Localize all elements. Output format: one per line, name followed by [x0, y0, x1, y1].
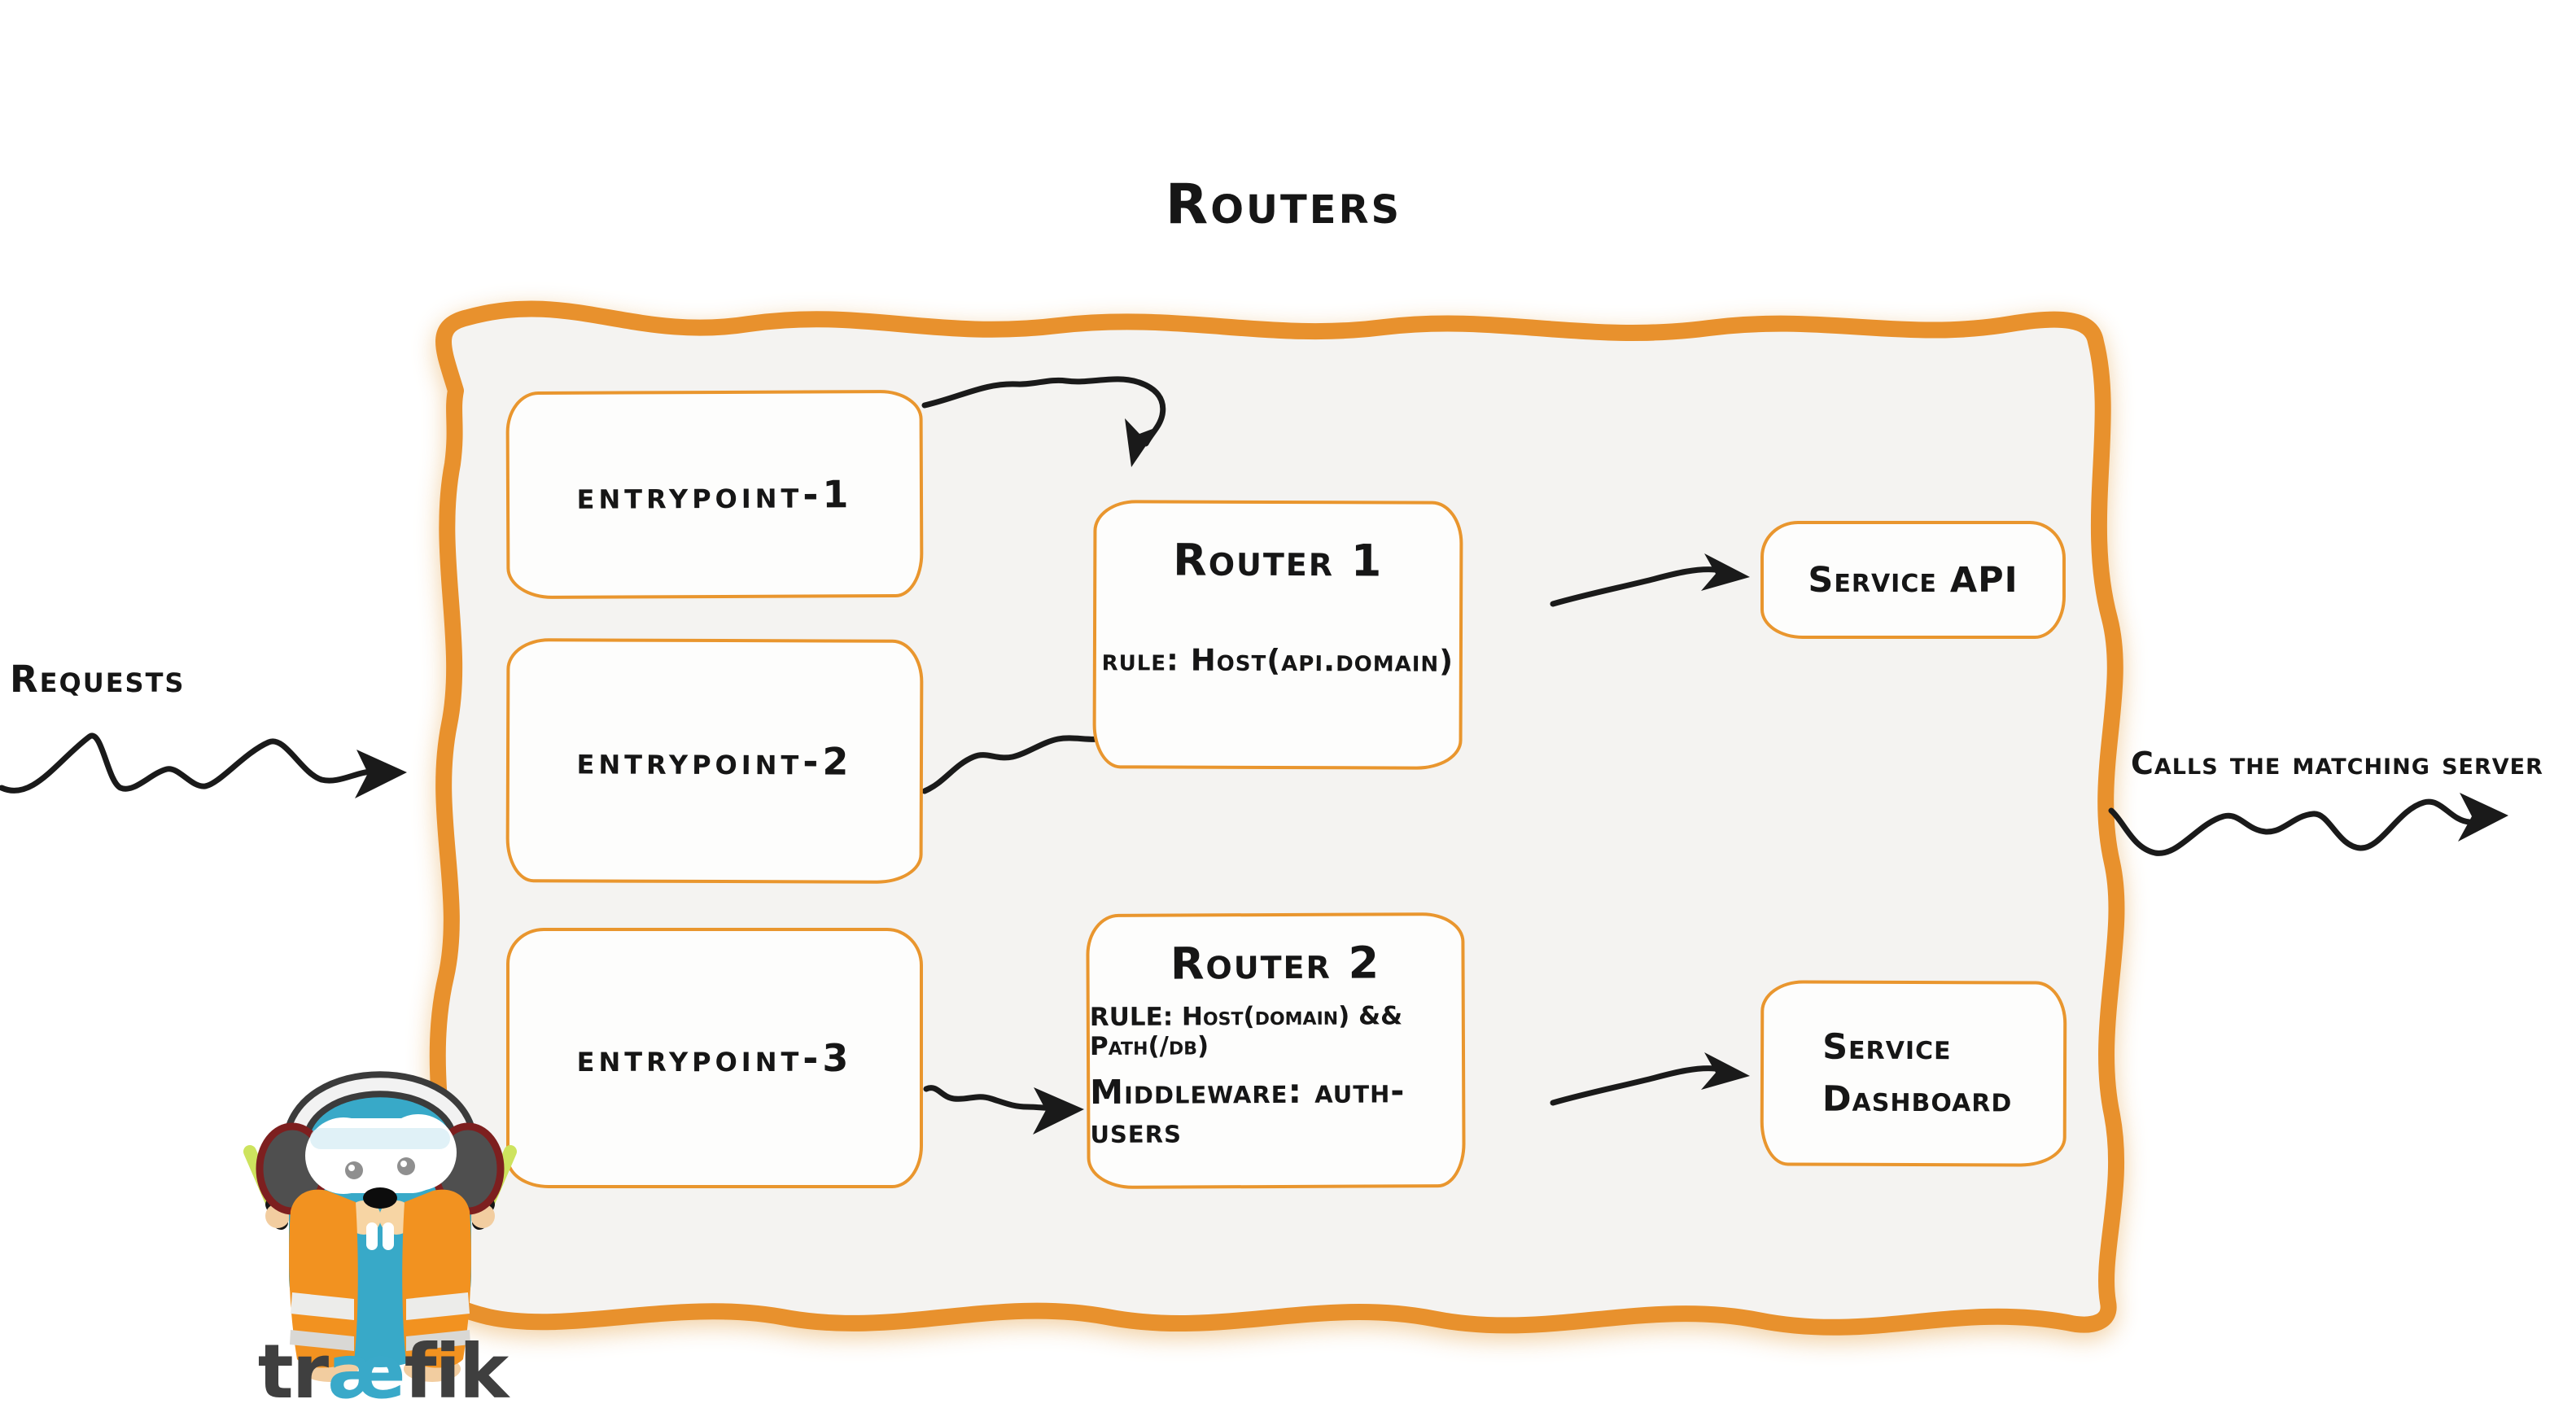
requests-label: Requests [10, 658, 186, 701]
service-dashboard-node: Service Dashboard [1760, 980, 2067, 1167]
calls-arrow [2108, 793, 2508, 856]
service-dashboard-label-line1: Service [1822, 1026, 1952, 1068]
entrypoint-1-label: entrypoint-1 [576, 471, 853, 518]
arrow-router1-serviceapi [1550, 553, 1750, 607]
wordmark-tr: tr [257, 1328, 329, 1408]
service-dashboard-label-line2: Dashboard [1822, 1078, 2013, 1121]
service-api-node: Service API [1760, 521, 2066, 639]
wordmark-ae: æ [327, 1328, 405, 1408]
router-1-node: Router 1 rule: Host(api.domain) [1092, 500, 1463, 770]
traefik-wordmark: træfik [232, 1328, 533, 1408]
arrow-router2-servicedashboard [1550, 1052, 1750, 1106]
arrow-entrypoint1-router1 [921, 376, 1166, 467]
router-2-rule: RULE: Host(domain) && Path(/db) [1089, 1001, 1403, 1061]
router-2-middleware: Middleware: auth-users [1090, 1071, 1406, 1151]
entrypoint-3-label: entrypoint-3 [576, 1036, 853, 1080]
entrypoint-2-label: entrypoint-2 [576, 738, 853, 784]
router-2-node: Router 2 RULE: Host(domain) && Path(/db)… [1086, 912, 1466, 1190]
wordmark-fik: fik [404, 1328, 510, 1408]
traefik-gopher-logo [243, 1071, 517, 1382]
arrow-entrypoint3-router2 [923, 1085, 1084, 1135]
router-1-rule: rule: Host(api.domain) [1101, 642, 1454, 679]
calls-matching-server-label: Calls the matching server [2131, 746, 2543, 781]
safety-vest [289, 1189, 471, 1368]
entrypoint-3-node: entrypoint-3 [506, 928, 923, 1188]
service-api-label: Service API [1808, 559, 2018, 601]
requests-arrow [0, 732, 407, 798]
entrypoint-2-node: entrypoint-2 [505, 638, 924, 884]
gopher-goggles [305, 1114, 457, 1194]
entrypoint-1-node: entrypoint-1 [505, 389, 924, 600]
page-title: Routers [1165, 173, 1402, 237]
router-1-name: Router 1 [1173, 534, 1384, 587]
router-2-name: Router 2 [1170, 937, 1381, 990]
